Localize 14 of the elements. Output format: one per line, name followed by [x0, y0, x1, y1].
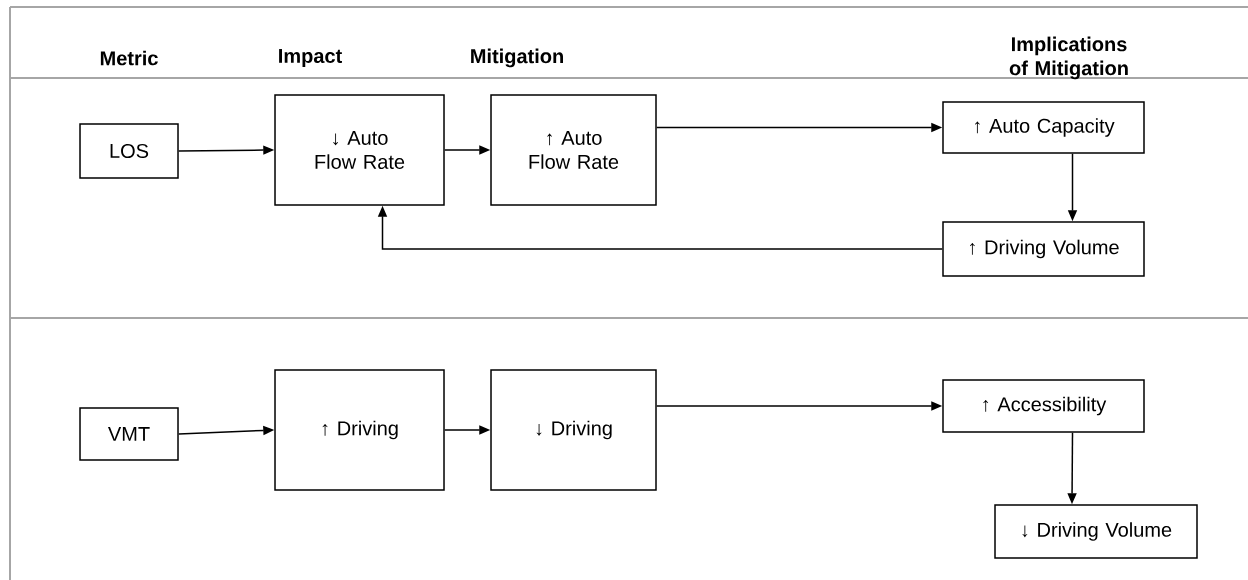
process-box: ↑ Auto Flow Rate [490, 94, 657, 206]
process-box: ↓ Driving [490, 369, 657, 491]
process-box: ↑ Driving [274, 369, 445, 491]
column-header: Mitigation [471, 48, 563, 68]
column-header: Implications of Mitigation [1009, 36, 1128, 80]
process-box: ↑ Auto Capacity [942, 101, 1145, 154]
column-header: Metric [100, 50, 158, 66]
process-box: LOS [79, 123, 179, 179]
process-box: VMT [79, 407, 179, 461]
column-header: Impact [279, 49, 342, 67]
process-box: ↑ Accessibility [942, 379, 1145, 433]
process-box: ↑ Driving Volume [942, 221, 1145, 277]
process-box: ↓ Auto Flow Rate [274, 94, 445, 206]
process-box: ↓ Driving Volume [994, 504, 1198, 559]
